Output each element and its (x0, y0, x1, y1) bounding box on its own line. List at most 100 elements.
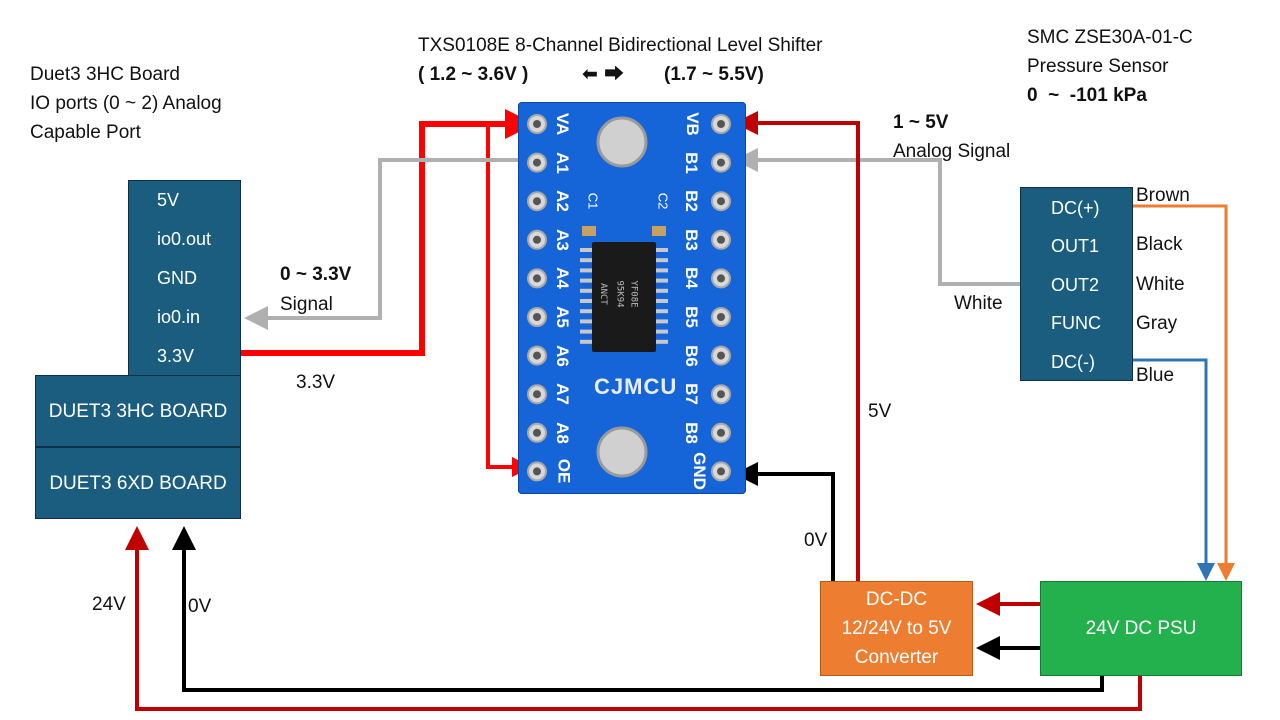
chip-pin-left-4 (580, 288, 592, 293)
v0-bottom-label: 0V (188, 596, 212, 617)
pcb-label-b1: B1 (681, 151, 701, 174)
psu-label: 24V DC PSU (1085, 618, 1197, 639)
duet-title-line-1: Duet3 3HC Board (30, 64, 180, 85)
shifter-range-low: ( 1.2 ~ 3.6V ) (418, 64, 529, 85)
chip-pin-left-5 (580, 299, 592, 303)
chip-pin-right-4 (656, 288, 668, 293)
pcb-cap-c2-label: C2 (655, 192, 671, 210)
pcb-label-a6: A6 (552, 344, 572, 367)
pcb-pad-hole-left-8 (533, 428, 541, 437)
duet-title-line-3: Capable Port (30, 122, 141, 143)
pcb-pad-hole-right-1 (717, 158, 725, 167)
duet-pin-io0-out: io0.out (157, 229, 212, 249)
wire-out2-to-b1 (734, 148, 1045, 286)
chip-pin-left-9 (580, 339, 592, 344)
v0-dcdc-label: 0V (804, 530, 828, 551)
chip-pin-left-0 (580, 248, 592, 252)
pcb-pad-hole-left-5 (533, 313, 541, 321)
pcb-label-a4: A4 (552, 267, 572, 290)
duet3-6xd-board: DUET3 6XD BOARD (35, 447, 241, 519)
duet-pin-5v: 5V (157, 190, 180, 210)
pcb-pad-hole-left-7 (533, 390, 541, 399)
dcdc-line-2: 12/24V to 5V (841, 618, 952, 639)
pcb-label-b6: B6 (681, 344, 701, 367)
wire-signal-a1-to-io0in (244, 158, 532, 330)
analog-range-label: 1 ~ 5V (893, 112, 949, 133)
wire-blue-dcminus-to-psu (1133, 358, 1215, 581)
shifter-title: TXS0108E 8-Channel Bidirectional Level S… (418, 35, 823, 56)
duet-pin-io0-in: io0.in (157, 307, 201, 327)
duet3-6xd-board-label: DUET3 6XD BOARD (49, 472, 227, 494)
sensor-pin-dcminus: DC(-) (1051, 352, 1095, 372)
wire-3v3-to-oe (486, 124, 532, 477)
chip-pin-left-6 (580, 309, 592, 314)
chip-pin-left-7 (580, 319, 592, 324)
pcb-pad-hole-right-9 (717, 467, 725, 476)
wire-brown-dcplus-to-psu (1133, 204, 1235, 581)
pcb-cap-c1-label: C1 (585, 192, 601, 210)
chip-pin-right-2 (656, 268, 668, 273)
duet-pin-header: 5V io0.out GND io0.in 3.3V (128, 180, 241, 376)
pcb-label-a3: A3 (552, 228, 572, 251)
shifter-range-high: (1.7 ~ 5.5V) (664, 64, 764, 85)
pcb-cap-c2 (652, 226, 666, 236)
pcb-label-a2: A2 (552, 190, 572, 213)
pcb-label-a8: A8 (552, 421, 572, 444)
sensor-title-line-2: Pressure Sensor (1027, 56, 1169, 77)
pcb-mount-hole-bottom (596, 426, 648, 478)
shifter-direction-arrows: ⬅ ⮕ (582, 63, 624, 85)
pcb-mount-hole-top (596, 116, 648, 168)
pcb-label-b4: B4 (681, 267, 701, 290)
out2-white-label: White (954, 293, 1003, 314)
dcdc-line-1: DC-DC (865, 589, 928, 610)
wire-psu-24v-to-duet (125, 526, 1142, 711)
pcb-brand: CJMCU (594, 374, 678, 399)
duet3-3hc-board: DUET3 3HC BOARD (35, 375, 241, 447)
chip-pin-right-7 (656, 319, 668, 324)
pcb-label-b8: B8 (681, 421, 701, 444)
pcb-label-vb: VB (682, 112, 702, 136)
chip-marking-line-2: 95K94 (614, 280, 625, 308)
wire-psu-0v-to-duet (172, 526, 1104, 692)
pcb-pad-hole-left-3 (533, 235, 541, 244)
pcb-pad-hole-right-8 (717, 428, 725, 437)
wire-3v3-to-va (240, 109, 535, 356)
duet-pin-gnd: GND (157, 268, 197, 288)
pcb-label-b2: B2 (681, 190, 701, 213)
dcdc-converter-box: DC-DC 12/24V to 5V Converter (820, 581, 973, 676)
v24-label: 24V (92, 594, 126, 615)
pcb-pad-hole-right-3 (717, 235, 725, 244)
pcb-pad-hole-right-4 (717, 274, 725, 283)
pcb-pad-hole-right-0 (717, 120, 725, 128)
pcb-pad-hole-left-6 (533, 351, 541, 360)
pcb-pad-hole-left-4 (533, 274, 541, 283)
duet-title-line-2: IO ports (0 ~ 2) Analog (30, 93, 222, 114)
pcb-label-oe: OE (554, 459, 574, 484)
chip-pin-right-9 (656, 339, 668, 344)
sensor-range: 0 ~ -101 kPa (1027, 85, 1147, 106)
pcb-label-va: VA (553, 112, 573, 136)
pcb-pad-hole-right-7 (717, 390, 725, 399)
pcb-label-b3: B3 (681, 228, 701, 251)
pcb-chip (592, 242, 656, 352)
sensor-pin-out1: OUT1 (1051, 236, 1100, 256)
duet3-3hc-board-label: DUET3 3HC BOARD (48, 400, 228, 422)
chip-pin-right-0 (656, 248, 668, 252)
pcb-label-a1: A1 (552, 151, 572, 174)
pcb-pad-hole-right-5 (717, 313, 725, 321)
sensor-pin-dcplus: DC(+) (1051, 198, 1100, 218)
chip-pins-left (580, 248, 592, 344)
pcb-label-a5: A5 (552, 306, 572, 328)
chip-marking-line-1: YF08E (628, 280, 639, 308)
chip-pin-left-3 (580, 278, 592, 283)
chip-pin-left-1 (580, 258, 592, 263)
chip-pin-left-8 (580, 329, 592, 334)
pcb-label-b7: B7 (681, 383, 701, 406)
wire-color-brown: Brown (1136, 185, 1190, 206)
analog-signal-label: Analog Signal (893, 141, 1011, 162)
chip-pin-right-3 (656, 278, 668, 283)
pcb-pad-hole-right-6 (717, 351, 725, 360)
v5-label: 5V (868, 401, 892, 422)
